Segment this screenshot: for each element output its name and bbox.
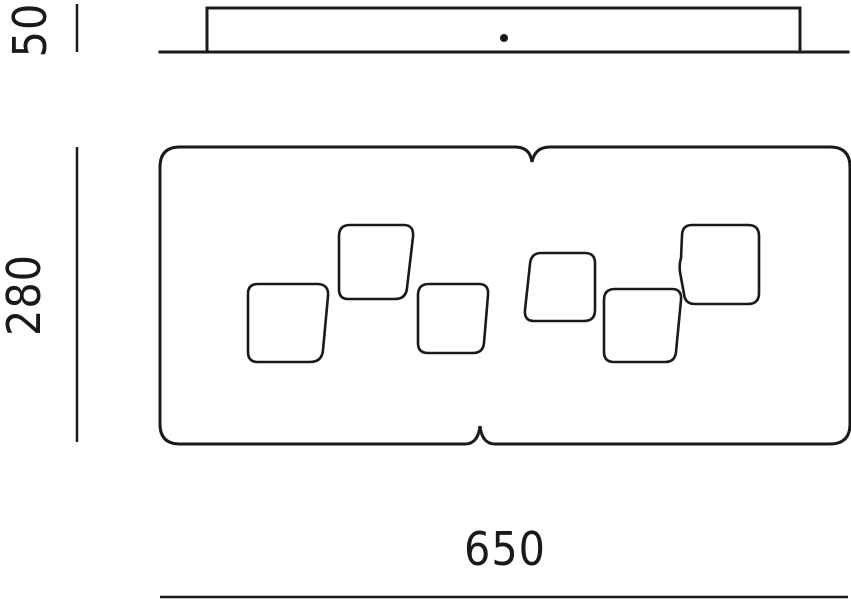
light-module-4 <box>523 251 597 323</box>
light-module-1 <box>246 282 330 364</box>
dimension-label-plan-height: 280 <box>0 254 51 336</box>
fixture-outline <box>158 145 851 446</box>
dimension-label-side: 50 <box>3 3 57 58</box>
dimension-label-width: 650 <box>464 522 546 576</box>
dimension-height-plan: 280 <box>0 147 79 442</box>
dimension-height-side: 50 <box>3 3 79 58</box>
dimension-width: 650 <box>160 522 848 599</box>
side-elevation-view <box>158 6 850 54</box>
light-module-2 <box>337 223 415 301</box>
light-module-3 <box>416 282 490 355</box>
fixture-profile <box>205 6 802 54</box>
plan-view <box>158 145 851 446</box>
mount-point <box>500 34 508 42</box>
light-module-6 <box>678 223 761 306</box>
light-module-5 <box>602 287 683 364</box>
